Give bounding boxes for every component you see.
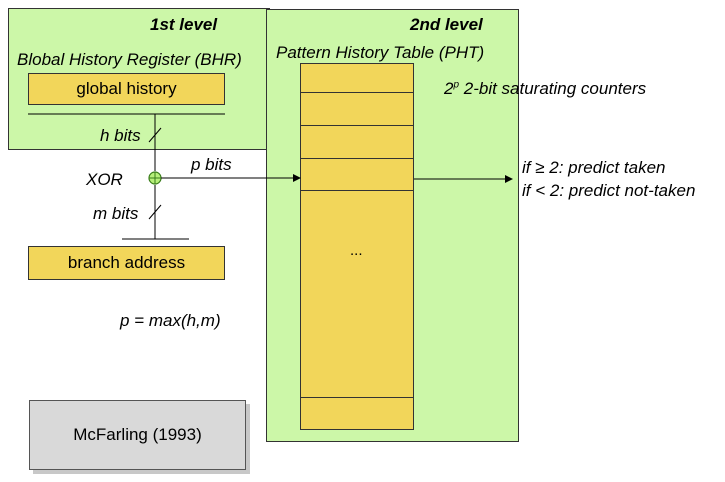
counters-exponent: p xyxy=(453,79,460,91)
h-bits-label: h bits xyxy=(100,126,141,145)
m-bits-label: m bits xyxy=(93,204,139,223)
level2-title: 2nd level xyxy=(410,15,483,34)
formula: p = max(h,m) xyxy=(120,311,221,330)
xor-gate-icon xyxy=(148,171,162,185)
pht-entry xyxy=(301,64,413,93)
branch-address-label: branch address xyxy=(67,253,186,272)
global-history-register: global history xyxy=(28,73,225,105)
pht-entry xyxy=(301,126,413,159)
pht-entry xyxy=(301,398,413,429)
level1-title: 1st level xyxy=(150,15,218,34)
counters-text: 2-bit saturating counters xyxy=(459,79,647,98)
branch-address-box: branch address xyxy=(28,246,225,280)
pht-entry xyxy=(301,93,413,126)
pht-entry xyxy=(301,159,413,191)
citation-text: McFarling (1993) xyxy=(73,425,202,444)
pht-entry-range xyxy=(301,191,413,398)
pht-label: Pattern History Table (PHT) xyxy=(276,43,485,62)
p-bits-label: p bits xyxy=(191,155,232,174)
bhr-label: Blobal History Register (BHR) xyxy=(17,50,242,69)
counters-base: 2 xyxy=(444,79,454,98)
xor-label: XOR xyxy=(86,170,123,189)
pht-ellipsis: ... xyxy=(350,242,363,259)
predict-not-taken: if < 2: predict not-taken xyxy=(522,181,696,200)
pattern-history-table xyxy=(300,63,414,430)
citation-box: McFarling (1993) xyxy=(29,400,246,470)
m-bits-slash xyxy=(148,204,162,220)
global-history-label: global history xyxy=(76,79,177,98)
predict-taken: if ≥ 2: predict taken xyxy=(522,158,666,177)
counters-label: 2p 2-bit saturating counters xyxy=(444,79,646,99)
